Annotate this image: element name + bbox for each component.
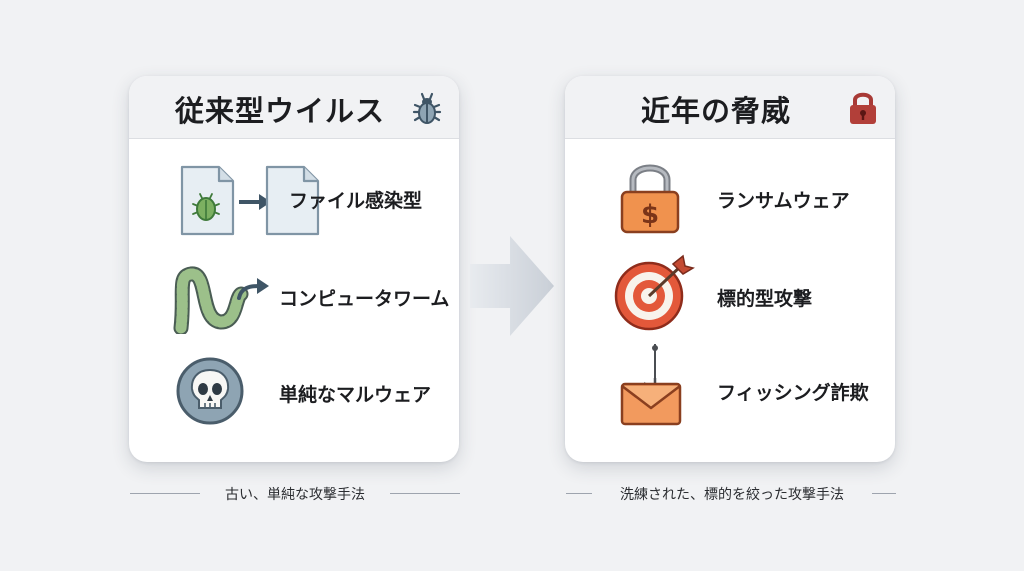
caption-divider bbox=[566, 493, 592, 494]
list-item: ファイル感染型 bbox=[129, 164, 459, 244]
infected-file-icon bbox=[180, 165, 320, 236]
caption-divider bbox=[872, 493, 896, 494]
left-caption: 古い、単純な攻撃手法 bbox=[225, 487, 365, 503]
lock-icon bbox=[850, 92, 876, 124]
list-item: $ ランサムウェア bbox=[565, 160, 895, 240]
ransom-lock-icon: $ bbox=[620, 164, 680, 234]
svg-text:$: $ bbox=[641, 200, 659, 230]
caption-divider bbox=[390, 493, 460, 494]
modern-threat-card: 近年の脅威 $ ランサムウェア 標的型攻撃 bbox=[565, 76, 895, 462]
item-label: 単純なマルウェア bbox=[279, 384, 432, 406]
item-label: ランサムウェア bbox=[717, 190, 850, 212]
list-item: コンピュータワーム bbox=[129, 262, 459, 342]
card-title: 近年の脅威 bbox=[641, 94, 792, 128]
item-label: 標的型攻撃 bbox=[717, 288, 813, 310]
card-header: 近年の脅威 bbox=[565, 76, 895, 139]
list-item: 単純なマルウェア bbox=[129, 356, 459, 436]
item-label: フィッシング詐欺 bbox=[717, 382, 869, 404]
target-icon bbox=[614, 254, 695, 331]
item-label: コンピュータワーム bbox=[279, 288, 450, 310]
item-label: ファイル感染型 bbox=[289, 190, 423, 212]
traditional-virus-card: 従来型ウイルス bbox=[129, 76, 459, 462]
skull-icon bbox=[176, 357, 244, 425]
card-title: 従来型ウイルス bbox=[175, 94, 386, 128]
caption-divider bbox=[130, 493, 200, 494]
worm-icon bbox=[173, 266, 269, 334]
bug-icon bbox=[412, 92, 442, 124]
phishing-mail-icon bbox=[620, 344, 682, 426]
transition-arrow-icon bbox=[470, 236, 554, 336]
right-caption: 洗練された、標的を絞った攻撃手法 bbox=[620, 487, 844, 503]
card-header: 従来型ウイルス bbox=[129, 76, 459, 139]
list-item: フィッシング詐欺 bbox=[565, 344, 895, 426]
list-item: 標的型攻撃 bbox=[565, 254, 895, 334]
